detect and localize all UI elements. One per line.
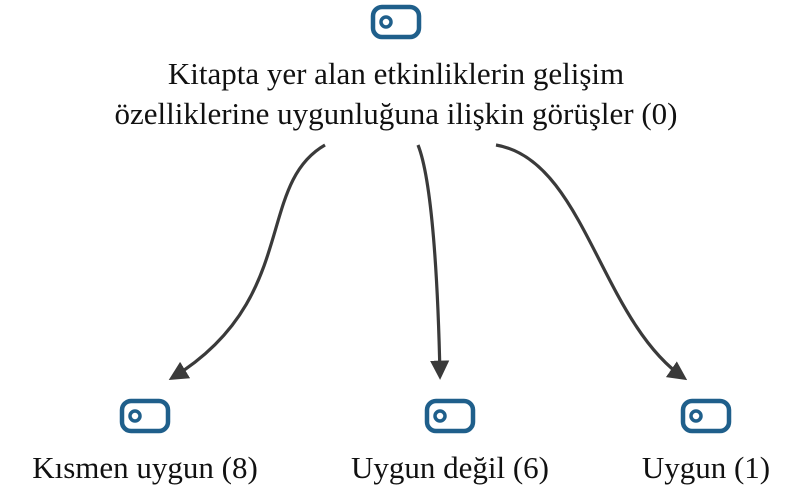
child-code-node-uygun-degil[interactable]: Uygun değil (6) <box>320 398 580 488</box>
root-code-label-line2: özelliklerine uygunluğuna ilişkin görüşl… <box>114 96 678 131</box>
code-tag-icon <box>424 398 476 434</box>
child-code-label: Uygun değil (6) <box>350 450 550 485</box>
link-to-kismen-uygun <box>168 143 326 381</box>
link-to-uygun <box>495 143 688 381</box>
code-tag-icon <box>370 4 422 40</box>
child-code-label: Kısmen uygun (8) <box>32 450 258 485</box>
child-code-node-kismen-uygun[interactable]: Kısmen uygun (8) <box>0 398 290 488</box>
link-to-uygun-degil <box>416 144 450 380</box>
child-code-label: Uygun (1) <box>641 450 771 485</box>
root-code-label: Kitapta yer alan etkinliklerin gelişim ö… <box>96 54 696 134</box>
root-code-node[interactable]: Kitapta yer alan etkinliklerin gelişim ö… <box>96 4 696 134</box>
code-tag-icon <box>119 398 171 434</box>
code-tag-icon <box>680 398 732 434</box>
root-code-label-line1: Kitapta yer alan etkinliklerin gelişim <box>167 56 625 91</box>
child-code-node-uygun[interactable]: Uygun (1) <box>620 398 792 488</box>
